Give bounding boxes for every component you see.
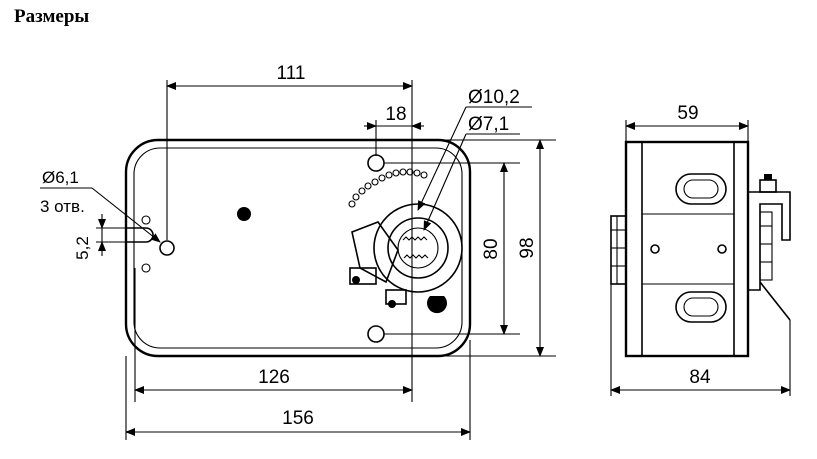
side-connector-left [610, 215, 627, 285]
mounting-slot [126, 227, 154, 243]
side-view: 59 84 [610, 103, 791, 396]
dim-label-d10-2: Ø10,2 [468, 87, 520, 108]
housing-outline [124, 138, 472, 358]
mounting-hole-top-right [367, 154, 385, 172]
side-slot-top [675, 173, 727, 205]
dim-label-98: 98 [517, 237, 538, 258]
mounting-hole-left-bottom [141, 263, 151, 273]
mounting-hole-left-top [141, 215, 151, 225]
housing-inner-outline [133, 147, 463, 349]
mounting-hole-bottom-right [367, 325, 385, 343]
mounting-hole-left-main [159, 240, 175, 256]
dim-label-126: 126 [258, 367, 290, 388]
side-clamp-right [748, 174, 791, 321]
dim-label-d6-1: Ø6,1 [42, 168, 79, 187]
dim-label-5-2: 5,2 [73, 236, 92, 260]
side-slot-bottom [675, 291, 727, 323]
dim-label-18: 18 [385, 104, 406, 125]
page-title: Размеры [14, 6, 90, 27]
dim-label-111: 111 [277, 63, 306, 84]
position-scale [348, 168, 428, 208]
dim-label-d7-1: Ø7,1 [468, 114, 509, 135]
front-view: 111 18 Ø10,2 Ø7,1 Ø6,1 3 отв. 5,2 80 98 [40, 63, 556, 440]
indicator-dot [237, 207, 251, 221]
dim-label-80: 80 [481, 238, 502, 259]
dim-label-84: 84 [689, 367, 711, 388]
dim-label-holes: 3 отв. [40, 197, 85, 216]
dim-label-156: 156 [282, 408, 314, 429]
dim-label-59: 59 [677, 103, 698, 124]
shaft-clamp [349, 203, 463, 314]
